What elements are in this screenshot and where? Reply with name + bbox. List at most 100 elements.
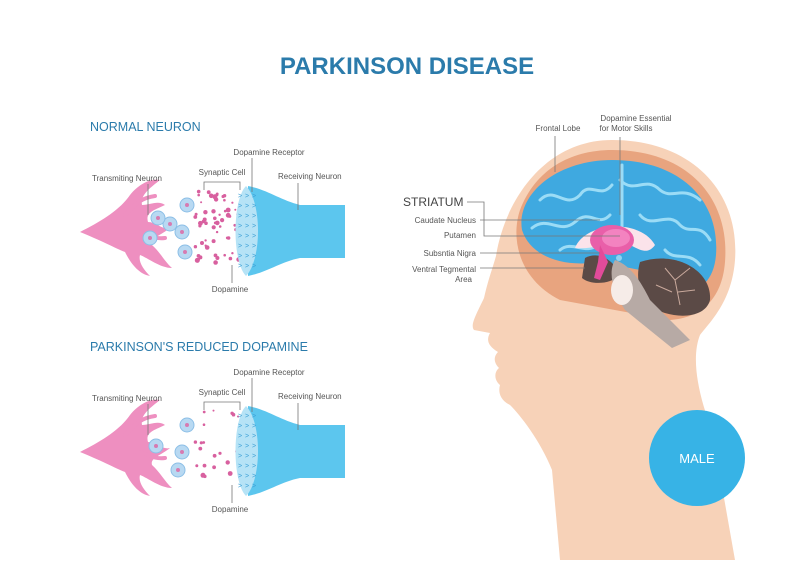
dopamine-receptor: > [238, 193, 242, 200]
label-dopamine-receptor: Dopamine Receptor [233, 148, 304, 157]
dopamine-dot [233, 223, 237, 227]
dopamine-receptor: > [245, 213, 249, 220]
reduced-dopamine-panel: PARKINSON'S REDUCED DOPAMINE >>>>>>>>>>>… [80, 340, 345, 514]
dopamine-dot [215, 220, 220, 226]
dopamine-dot [211, 225, 216, 230]
dopamine-dot [231, 201, 234, 204]
dopamine-dot [203, 474, 207, 479]
dopamine-receptor: > [245, 413, 249, 420]
dopamine-dot [202, 423, 206, 426]
cerebellum-branches [655, 267, 696, 306]
dopamine-receptor: > [238, 433, 242, 440]
putamen-shape [602, 229, 630, 247]
dopamine-dot [194, 212, 198, 216]
dopamine-dot [213, 260, 218, 265]
dopamine-dot [215, 256, 220, 260]
dopamine-receptor: > [252, 453, 256, 460]
label-caudate-nucleus: Caudate Nucleus [415, 216, 476, 225]
receptor-membrane [235, 406, 258, 496]
dopamine-receptor: > [245, 473, 249, 480]
label-dopamine: Dopamine [212, 505, 249, 514]
dopamine-dot [211, 209, 216, 214]
dopamine-receptor: > [238, 233, 242, 240]
vesicle-core [148, 236, 152, 240]
dopamine-dot [200, 201, 203, 204]
dopamine-dot [197, 193, 200, 197]
dopamine-receptor: > [252, 443, 256, 450]
dopamine-receptor: > [252, 413, 256, 420]
dopamine-receptor: > [252, 213, 256, 220]
label-synaptic-cell: Synaptic Cell [199, 388, 246, 397]
vesicle-core [154, 444, 158, 448]
label-motor-skills: for Motor Skills [600, 124, 653, 133]
dopamine-dot [215, 230, 219, 234]
dopamine-dot [225, 207, 231, 213]
dopamine-receptor: > [245, 433, 249, 440]
dopamine-dot [200, 241, 204, 245]
dopamine-receptor: > [245, 463, 249, 470]
dopamine-receptor: > [238, 453, 242, 460]
dopamine-dot [193, 245, 198, 249]
dopamine-receptor: > [245, 443, 249, 450]
dopamine-dot [202, 410, 206, 414]
dopamine-receptor: > [252, 223, 256, 230]
dopamine-receptor: > [252, 203, 256, 210]
dopamine-receptor: > [238, 253, 242, 260]
dopamine-dot [211, 239, 216, 244]
dopamine-receptor: > [245, 223, 249, 230]
vesicle-core [156, 216, 160, 220]
receptor-membrane [235, 186, 258, 276]
dopamine-receptor: > [238, 463, 242, 470]
leader-line [203, 401, 241, 410]
dopamine-receptor: > [245, 203, 249, 210]
vesicle-core [168, 222, 172, 226]
dopamine-dot [218, 225, 222, 228]
section-heading: PARKINSON'S REDUCED DOPAMINE [90, 340, 308, 354]
label-frontal-lobe: Frontal Lobe [536, 124, 581, 133]
label-vta: Ventral Tegmental [412, 265, 476, 274]
dopamine-dot [198, 224, 202, 228]
dopamine-dot [218, 213, 221, 216]
dopamine-dot [225, 460, 230, 465]
dopamine-dot [223, 253, 226, 257]
dopamine-dot [206, 190, 211, 195]
dopamine-dot [223, 198, 226, 202]
dopamine-dot [220, 218, 225, 223]
label-dopamine-receptor: Dopamine Receptor [233, 368, 304, 377]
dopamine-dot [231, 412, 236, 417]
badge-label: MALE [679, 451, 715, 466]
dopamine-receptor: > [245, 483, 249, 490]
label-dopamine-essential: Dopamine Essential [600, 114, 671, 123]
dopamine-dot [204, 245, 210, 250]
transmitting-neuron [80, 179, 172, 276]
dopamine-receptor: > [245, 253, 249, 260]
dopamine-dot [225, 212, 231, 218]
dopamine-dot [202, 217, 207, 222]
dopamine-receptor: > [238, 423, 242, 430]
dopamine-dot [213, 221, 217, 225]
dopamine-dot [203, 210, 208, 215]
dopamine-receptor: > [245, 453, 249, 460]
label-striatum: STRIATUM [403, 195, 463, 209]
label-transmitting-neuron: Transmiting Neuron [92, 394, 162, 403]
dopamine-dot [212, 409, 215, 412]
page-title: PARKINSON DISEASE [280, 53, 534, 80]
dopamine-receptor: > [252, 433, 256, 440]
label-transmitting-neuron: Transmiting Neuron [92, 174, 162, 183]
dopamine-receptor: > [245, 193, 249, 200]
dopamine-receptor: > [245, 243, 249, 250]
dopamine-dot [212, 453, 217, 458]
dopamine-dot [193, 215, 198, 219]
dopamine-receptor: > [238, 203, 242, 210]
dopamine-receptor: > [245, 423, 249, 430]
dopamine-receptor: > [238, 443, 242, 450]
label-vta-area: Area [455, 275, 472, 284]
dopamine-dot [193, 440, 198, 444]
dopamine-dot [198, 255, 203, 260]
leader-line [203, 181, 241, 190]
dopamine-receptor: > [252, 473, 256, 480]
dopamine-receptor: > [238, 223, 242, 230]
pons [611, 275, 633, 305]
dopamine-receptor: > [245, 263, 249, 270]
